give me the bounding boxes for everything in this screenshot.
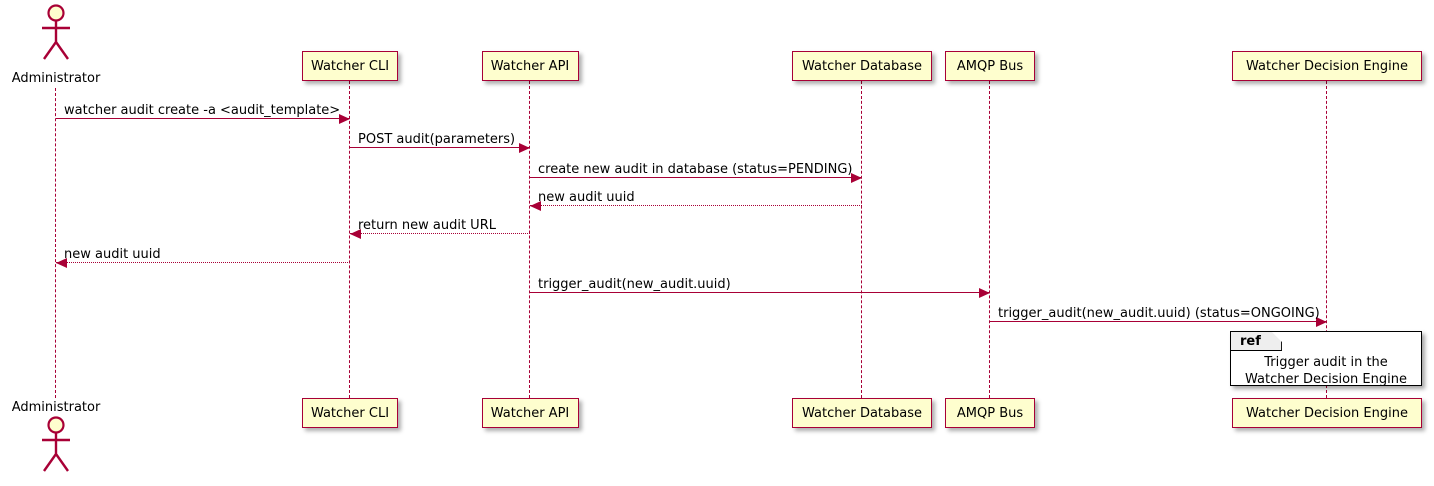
message-label-m1: watcher audit create -a <audit_template> xyxy=(64,103,341,118)
message-line-m6 xyxy=(56,262,350,263)
participant-box-bottom-watcher_api[interactable]: Watcher API xyxy=(481,398,579,428)
message-line-m8 xyxy=(990,321,1327,322)
lifeline-amqp_bus xyxy=(989,81,991,398)
participant-box-top-watcher_cli[interactable]: Watcher CLI xyxy=(302,51,398,81)
participant-box-top-amqp_bus[interactable]: AMQP Bus xyxy=(945,51,1035,81)
participant-box-top-watcher_db[interactable]: Watcher Database xyxy=(792,51,932,81)
arrow-head-m6 xyxy=(56,257,67,268)
ref-fragment-tab: ref xyxy=(1231,332,1282,351)
message-line-m3 xyxy=(530,177,862,178)
arrow-head-m7 xyxy=(979,287,990,298)
lifeline-administrator xyxy=(55,88,57,398)
arrow-head-m2 xyxy=(519,142,530,153)
actor-label-bottom-administrator: Administrator xyxy=(11,400,101,415)
actor-label-top-administrator: Administrator xyxy=(11,71,101,86)
message-line-m2 xyxy=(350,147,530,148)
message-label-m6: new audit uuid xyxy=(64,247,161,262)
message-line-m7 xyxy=(530,292,990,293)
participant-box-top-decision_engine[interactable]: Watcher Decision Engine xyxy=(1232,51,1422,81)
arrow-head-m5 xyxy=(350,228,361,239)
ref-fragment-line: Trigger audit in the xyxy=(1264,355,1388,370)
message-label-m5: return new audit URL xyxy=(358,218,496,233)
actor-figure-bottom-administrator xyxy=(36,416,96,472)
participant-box-top-watcher_api[interactable]: Watcher API xyxy=(481,51,579,81)
participant-box-bottom-watcher_cli[interactable]: Watcher CLI xyxy=(302,398,398,428)
message-label-m8: trigger_audit(new_audit.uuid) (status=ON… xyxy=(998,306,1320,321)
arrow-head-m8 xyxy=(1316,316,1327,327)
message-label-m4: new audit uuid xyxy=(538,190,635,205)
lifeline-decision_engine xyxy=(1326,81,1328,398)
message-line-m4 xyxy=(530,205,862,206)
participant-box-bottom-amqp_bus[interactable]: AMQP Bus xyxy=(945,398,1035,428)
message-label-m7: trigger_audit(new_audit.uuid) xyxy=(538,277,731,292)
participant-box-bottom-decision_engine[interactable]: Watcher Decision Engine xyxy=(1232,398,1422,428)
actor-figure-top-administrator xyxy=(36,4,96,60)
arrow-head-m1 xyxy=(339,113,350,124)
participant-box-bottom-watcher_db[interactable]: Watcher Database xyxy=(792,398,932,428)
lifeline-watcher_cli xyxy=(349,81,351,398)
message-label-m2: POST audit(parameters) xyxy=(358,132,516,147)
lifeline-watcher_db xyxy=(861,81,863,398)
message-line-m1 xyxy=(56,118,350,119)
lifeline-watcher_api xyxy=(529,81,531,398)
arrow-head-m4 xyxy=(530,200,541,211)
ref-fragment-line: Watcher Decision Engine xyxy=(1245,372,1407,387)
message-line-m5 xyxy=(350,233,530,234)
arrow-head-m3 xyxy=(851,172,862,183)
message-label-m3: create new audit in database (status=PEN… xyxy=(538,162,853,177)
